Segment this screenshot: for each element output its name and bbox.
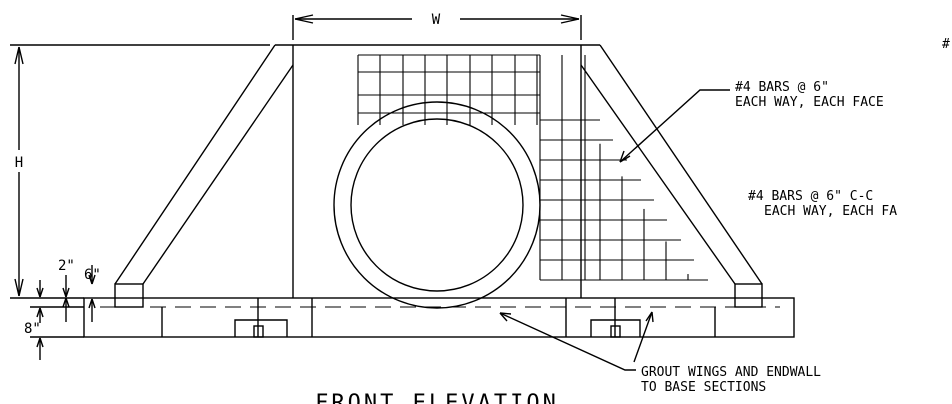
right-wing [580,44,763,308]
dim-8in-label: 8" [24,321,41,337]
height-dimension [10,44,270,360]
left-wing [114,44,294,308]
note-grout-line2: TO BASE SECTIONS [641,380,766,395]
dim-2in-label: 2" [58,258,75,274]
base-slab [83,297,795,338]
leader-grout [499,311,654,371]
pipe-opening [333,101,541,309]
note-bars-cc-line1: #4 BARS @ 6" C-C [748,189,873,204]
rebar-grid [357,54,708,281]
note-grout-line1: GROUT WINGS AND ENDWALL [641,365,821,380]
leader-each-face [619,89,730,163]
left-grout-pocket [234,298,288,338]
note-bars-cc-line2: EACH WAY, EACH FA [764,204,897,219]
note-bars-each-face-line1: #4 BARS @ 6" [735,80,829,95]
right-grout-pocket [590,298,641,338]
endwall-outline [292,44,582,298]
view-title: FRONT ELEVATION [315,391,559,404]
width-dimension [292,14,582,40]
height-label: H [15,155,23,171]
width-label: W [432,12,441,28]
note-bars-each-face-line2: EACH WAY, EACH FACE [735,95,884,110]
partial-note-top: # [942,37,950,52]
dim-6in-label: 6" [84,267,101,283]
